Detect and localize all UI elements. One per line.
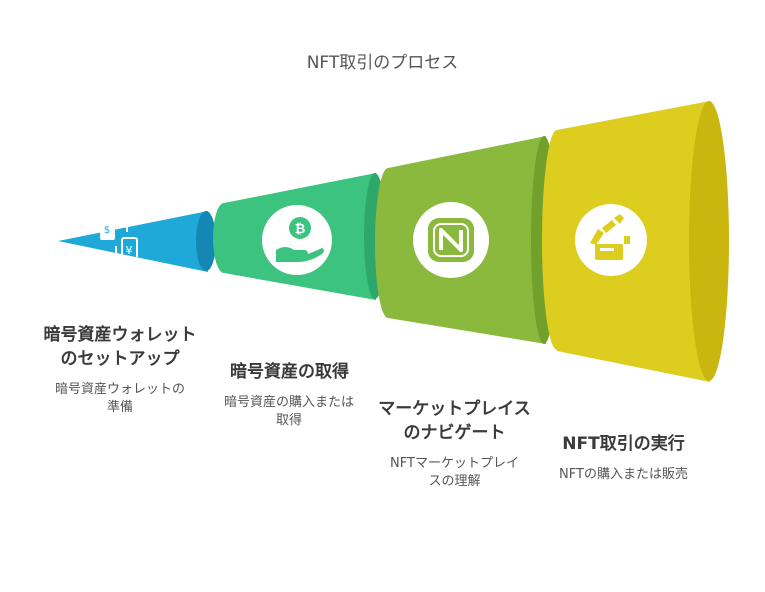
stage-1-segment: $ ¥ [58, 211, 216, 272]
svg-text:$: $ [104, 225, 110, 236]
stage-3-label: マーケットプレイスのナビゲート NFTマーケットプレイスの理解 [377, 397, 532, 491]
stage-4-description: NFTの購入または販売 [559, 467, 688, 482]
stage-3-heading: マーケットプレイスのナビゲート [378, 399, 531, 443]
robot-arm-icon [590, 214, 630, 260]
stage-4-heading: NFT取引の実行 [562, 434, 685, 454]
stage-3-segment [375, 136, 557, 344]
hand-coin-icon: ₿ [276, 217, 324, 262]
svg-text:¥: ¥ [126, 244, 133, 257]
stage-1-description: 暗号資産ウォレットの準備 [54, 382, 185, 415]
wallet-exchange-icon: $ ¥ [100, 220, 138, 261]
stage-4-icon-circle [575, 204, 647, 276]
stage-2-heading: 暗号資産の取得 [230, 362, 349, 382]
stage-4-segment [542, 101, 729, 382]
stage-2-description: 暗号資産の購入または取得 [224, 395, 355, 428]
diagram-title: NFT取引のプロセス [306, 53, 459, 73]
stage-1-heading: 暗号資産ウォレットのセットアップ [43, 325, 197, 369]
stage-1-label: 暗号資産ウォレットのセットアップ 暗号資産ウォレットの準備 [40, 323, 200, 417]
stage-4-label: NFT取引の実行 NFTの購入または販売 [546, 432, 701, 484]
nft-marketplace-icon [428, 218, 474, 262]
stage-2-segment: ₿ [213, 173, 386, 300]
stage-3-description: NFTマーケットプレイスの理解 [390, 456, 519, 489]
svg-text:₿: ₿ [295, 222, 306, 237]
stage-2-icon-circle [262, 205, 332, 275]
stage-2-label: 暗号資産の取得 暗号資産の購入または取得 [212, 360, 367, 430]
